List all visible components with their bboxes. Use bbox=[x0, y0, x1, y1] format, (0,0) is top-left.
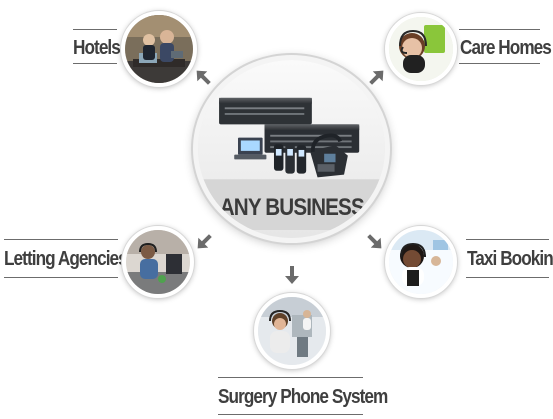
letting-agencies-label-rule-top bbox=[4, 239, 118, 240]
hub-band: ANY BUSINESS bbox=[198, 186, 385, 230]
surgery-label-rule-bottom bbox=[218, 414, 363, 415]
surgery-thumb bbox=[254, 293, 330, 369]
arrow-icon bbox=[367, 234, 382, 249]
care-homes-thumb bbox=[385, 13, 457, 85]
taxi-booking-label-rule-top bbox=[466, 239, 549, 240]
receptionist-photo-icon bbox=[126, 230, 190, 294]
letting-agencies-label-rule-bottom bbox=[4, 277, 118, 278]
taxi-booking-label-rule-bottom bbox=[466, 277, 549, 278]
center-hub: ANY BUSINESS bbox=[193, 55, 390, 243]
hotel-reception-photo-icon bbox=[125, 15, 193, 83]
care-homes-label-rule-bottom bbox=[459, 63, 540, 64]
surgery-label-rule-top bbox=[218, 377, 363, 378]
letting-agencies-arrow-icon bbox=[188, 226, 219, 257]
taxi-booking-thumb bbox=[385, 226, 457, 298]
arrow-icon bbox=[196, 70, 211, 85]
hotels-label-rule-top bbox=[73, 29, 117, 30]
arrow-icon bbox=[369, 70, 384, 85]
hotels-label: Hotels bbox=[73, 37, 121, 59]
care-homes-label: Care Homes bbox=[460, 37, 552, 59]
arrow-icon bbox=[285, 266, 299, 284]
letting-agencies-label: Letting Agencies bbox=[4, 248, 128, 270]
care-homes-arrow-icon bbox=[361, 61, 392, 92]
letting-agencies-thumb bbox=[122, 226, 194, 298]
arrow-icon bbox=[197, 234, 212, 249]
taxi-booking-arrow-icon bbox=[359, 226, 390, 257]
surgery-arrow-icon bbox=[281, 264, 303, 286]
receptionist-photo-icon bbox=[258, 297, 326, 365]
hotels-arrow-icon bbox=[187, 61, 218, 92]
call-center-agent-photo-icon bbox=[389, 230, 453, 294]
surgery-label: Surgery Phone System bbox=[218, 386, 388, 408]
care-homes-label-rule-top bbox=[459, 29, 540, 30]
taxi-booking-label: Taxi Booking bbox=[467, 248, 553, 270]
call-center-agent-photo-icon bbox=[389, 17, 453, 81]
hotels-label-rule-bottom bbox=[73, 63, 117, 64]
hotels-thumb bbox=[121, 11, 197, 87]
center-label: ANY BUSINESS bbox=[219, 194, 364, 221]
